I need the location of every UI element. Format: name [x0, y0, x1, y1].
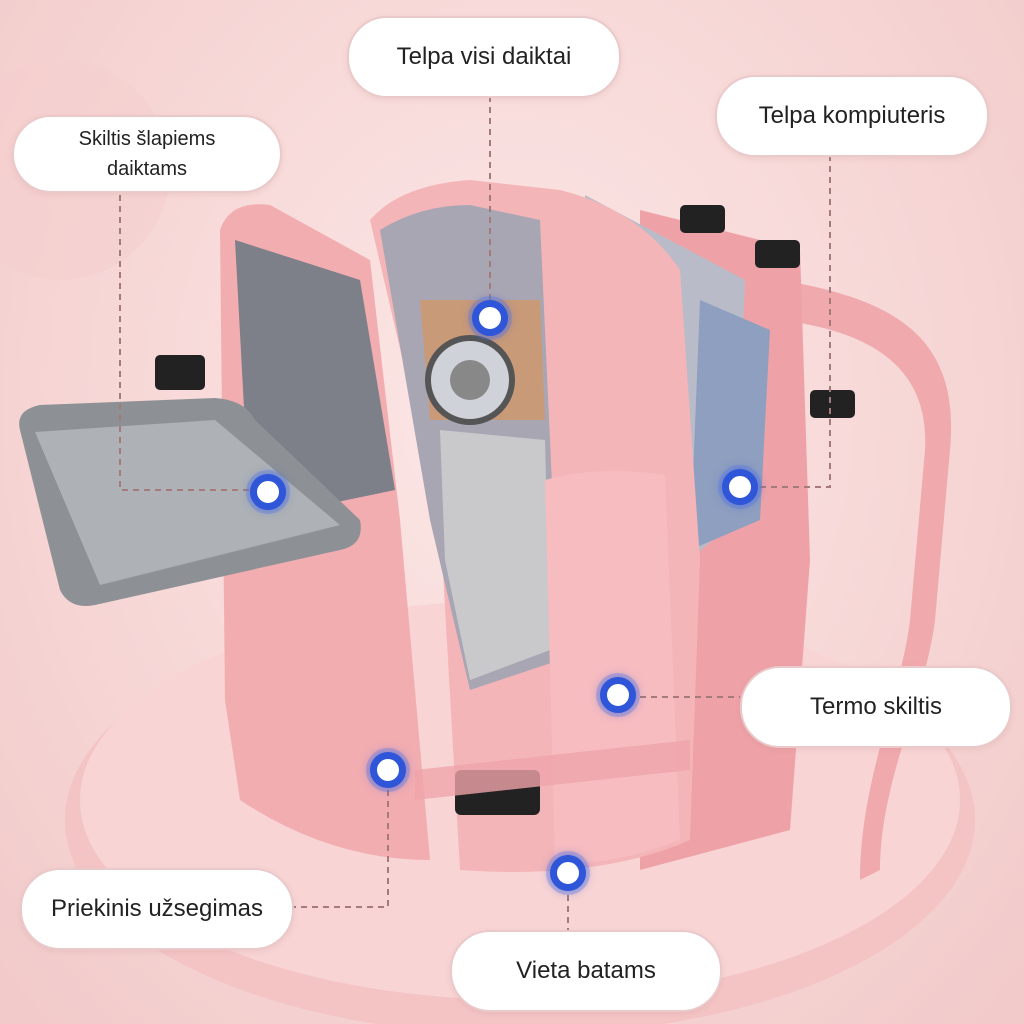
marker-front-fastening[interactable] [370, 752, 406, 788]
callout-all-items: Telpa visi daiktai [347, 16, 621, 98]
marker-all-items[interactable] [472, 300, 508, 336]
callout-laptop: Telpa kompiuteris [715, 75, 989, 157]
callout-front-fastening: Priekinis užsegimas [20, 868, 294, 950]
callout-lines [119, 96, 831, 930]
callout-shoes: Vieta batams [450, 930, 722, 1012]
marker-laptop[interactable] [722, 469, 758, 505]
marker-wet-items[interactable] [250, 474, 286, 510]
callout-wet-items: Skiltis šlapiems daiktams [12, 115, 282, 193]
marker-thermo[interactable] [600, 677, 636, 713]
marker-shoes[interactable] [550, 855, 586, 891]
backpack [19, 180, 952, 880]
callout-thermo: Termo skiltis [740, 666, 1012, 748]
